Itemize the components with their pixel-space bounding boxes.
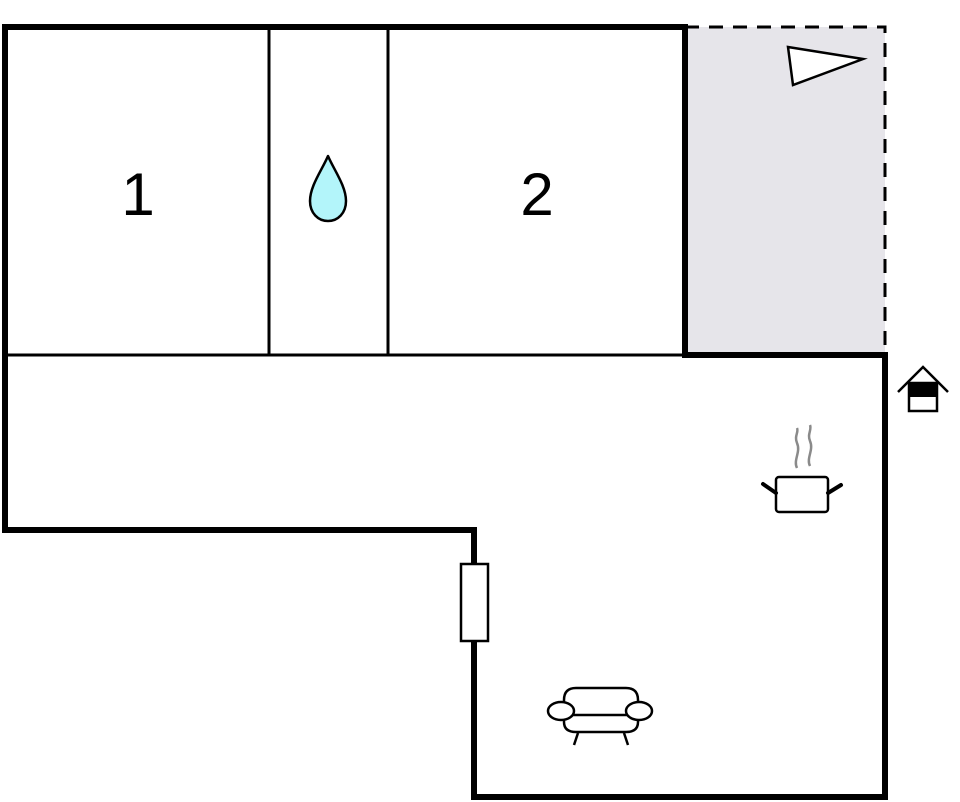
entrance-house-icon xyxy=(897,365,949,413)
fireplace-icon xyxy=(459,562,490,643)
terrace-fill xyxy=(685,27,885,355)
outer-wall xyxy=(2,24,888,800)
terrace-area xyxy=(685,25,887,355)
sofa-icon xyxy=(546,686,654,746)
room-label-2: 2 xyxy=(520,161,553,228)
water-drop-icon xyxy=(308,154,348,223)
room-label-1: 1 xyxy=(121,161,154,228)
flag-icon xyxy=(786,45,868,87)
interior-walls xyxy=(5,27,685,357)
cooking-pot-icon xyxy=(761,424,843,514)
terrace-dashed-boundary xyxy=(685,25,887,355)
